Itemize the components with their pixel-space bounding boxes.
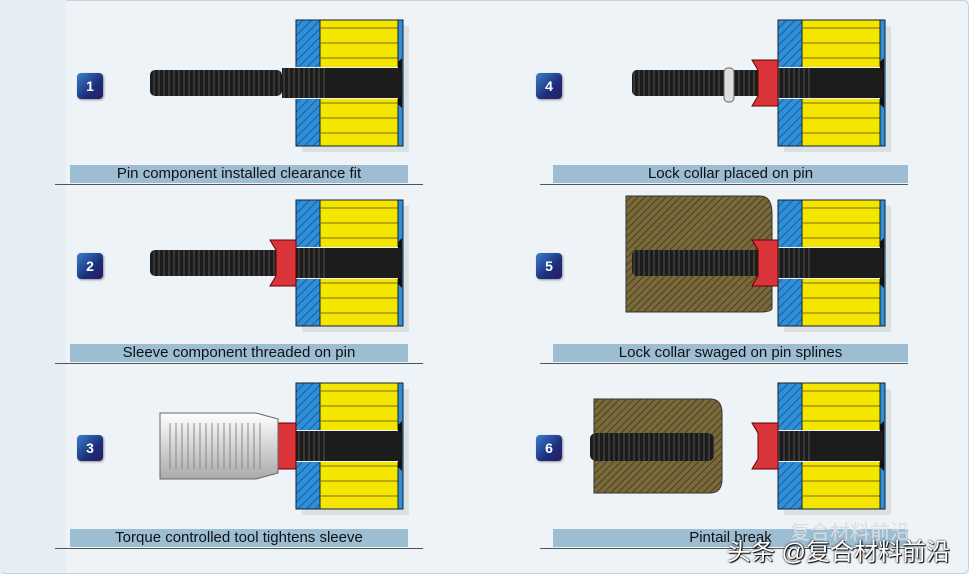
lock-collar: [723, 67, 735, 103]
sleeve: [751, 422, 779, 470]
step-badge-1: 1: [77, 73, 103, 99]
watermark-primary: 头条 @复合材料前沿: [727, 539, 951, 566]
step-caption-2: Sleeve component threaded on pin: [70, 344, 408, 362]
pin-shank: [808, 248, 883, 278]
pin-shank: [326, 248, 401, 278]
step-caption-4: Lock collar placed on pin: [553, 165, 908, 183]
pin-shank: [326, 68, 401, 98]
pin-tail: [150, 250, 282, 276]
step-badge-3: 3: [77, 435, 103, 461]
step-badge-2: 2: [77, 253, 103, 279]
pin-thread: [282, 68, 328, 98]
divider: [55, 363, 423, 364]
broken-pintail: [590, 433, 714, 461]
pin-tail: [632, 70, 764, 96]
divider: [540, 184, 908, 185]
divider: [540, 363, 908, 364]
watermark-secondary: 复合材料前沿: [790, 522, 910, 544]
divider: [540, 548, 908, 549]
sleeve: [751, 59, 779, 107]
pin-shank: [326, 431, 401, 461]
step-badge-6: 6: [536, 435, 562, 461]
pin-shank: [808, 68, 883, 98]
step-caption-6: Pintail break: [553, 529, 908, 547]
step-badge-5: 5: [536, 253, 562, 279]
pin-tail: [632, 250, 764, 276]
divider: [55, 184, 423, 185]
step-caption-1: Pin component installed clearance fit: [70, 165, 408, 183]
step-caption-5: Lock collar swaged on pin splines: [553, 344, 908, 362]
sleeve: [751, 239, 779, 287]
step-badge-4: 4: [536, 73, 562, 99]
step-caption-3: Torque controlled tool tightens sleeve: [70, 529, 408, 547]
pin-tail: [150, 70, 282, 96]
left-margin-strip: [0, 0, 66, 572]
sleeve: [269, 239, 297, 287]
pin-shank: [808, 431, 883, 461]
divider: [55, 548, 423, 549]
